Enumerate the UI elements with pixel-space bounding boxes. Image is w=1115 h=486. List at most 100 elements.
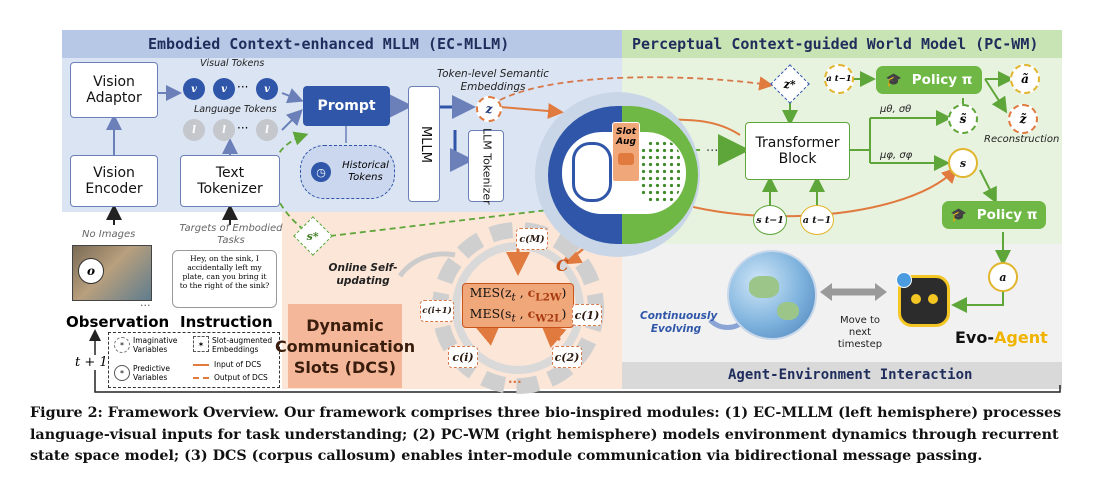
instruction-bubble: Hey, on the sink, I accidentally left my… xyxy=(172,250,277,308)
instruction-label: Instruction xyxy=(180,313,273,331)
a-tilde-node: ã xyxy=(1010,64,1040,94)
z-tilde-label: z̃ xyxy=(1019,112,1027,126)
right-ellipsis: ... xyxy=(706,140,719,155)
robot-eye-right xyxy=(928,294,938,304)
left-panel-title: Embodied Context-enhanced MLLM (EC-MLLM) xyxy=(148,35,510,53)
c-label: C xyxy=(556,256,569,275)
z-tilde-node: z̃ xyxy=(1008,104,1038,134)
policy-bottom-icon: 🎓 xyxy=(950,207,967,223)
slot-aug-line-2: Aug xyxy=(616,137,636,147)
imaginative-legend-icon: * xyxy=(114,337,130,353)
t-plus-1-label: t + 1 xyxy=(75,355,108,370)
transformer-block: Transformer Block xyxy=(745,122,850,180)
llm-tokenizer-label: LLM Tokenizer xyxy=(480,127,494,205)
language-token-n: l xyxy=(256,119,278,141)
online-self-updating-label: Online Self-updating xyxy=(328,262,398,287)
observation-label: Observation xyxy=(66,313,170,331)
a-prev-top-label: a t−1 xyxy=(826,74,852,84)
robot-eye-left xyxy=(911,294,921,304)
llm-tokenizer-box: LLM Tokenizer xyxy=(468,127,504,205)
language-tokens-label: Language Tokens xyxy=(194,104,277,115)
language-token-2: l xyxy=(213,119,235,141)
robot-icon xyxy=(898,275,950,327)
instruction-text: Hey, on the sink, I accidentally left my… xyxy=(179,254,270,290)
a-prev-node: a t−1 xyxy=(800,205,834,235)
visual-tokens-ellipsis: ··· xyxy=(237,80,249,94)
dcs-slot-c1: c(1) xyxy=(572,304,602,326)
prompt-box: Prompt xyxy=(303,86,390,126)
s-star-label: s* xyxy=(307,229,319,243)
dcs-title-line-1: Dynamic xyxy=(306,315,384,335)
slot-aug-legend-icon: ✶ xyxy=(193,336,209,352)
dcs-title-line-3: Slots (DCS) xyxy=(293,357,397,377)
a-t-node: a xyxy=(988,262,1018,292)
mes-line-1: MES(zt , cL2W) xyxy=(469,285,567,304)
s-t-node: s xyxy=(948,148,978,178)
vision-encoder: Vision Encoder xyxy=(70,155,158,207)
language-token-1: l xyxy=(183,119,205,141)
images-label: No Images xyxy=(82,229,136,240)
robot-globe-icon xyxy=(896,272,912,288)
historical-tokens-label: Historical Tokens xyxy=(342,160,389,183)
visual-token-2: v xyxy=(213,78,235,100)
dcs-slot-ci1: c(i+1) xyxy=(420,300,454,322)
s-tilde-node: s̃ xyxy=(948,104,978,134)
input-dcs-legend-label: Input of DCS xyxy=(214,360,262,369)
figure-caption: Figure 2: Framework Overview. Our framew… xyxy=(30,405,1062,464)
output-dcs-legend-line xyxy=(193,377,209,379)
a-prev-top-node: a t−1 xyxy=(824,64,854,94)
z-t-node: z xyxy=(476,96,502,122)
dcs-slot-ci: c(i) xyxy=(448,346,478,368)
observation-image: o xyxy=(72,245,152,301)
mllm-box: MLLM xyxy=(408,86,440,202)
vision-adaptor: Vision Adaptor xyxy=(70,62,158,118)
policy-bottom-label: Policy π xyxy=(976,207,1038,223)
mes-line-2: MES(st , cW2L) xyxy=(469,305,567,325)
clock-icon: ◷ xyxy=(311,162,331,182)
mu-theta-label: μθ, σθ xyxy=(880,104,912,115)
interaction-title: Agent-Environment Interaction xyxy=(728,367,973,383)
predictive-legend-icon: * xyxy=(114,365,130,381)
continuously-evolving-label: Continuously Evolving xyxy=(640,310,718,335)
brain-dots-right xyxy=(640,140,680,204)
chat-icon xyxy=(618,153,634,165)
earth-land-2 xyxy=(777,302,799,320)
prompt-label: Prompt xyxy=(317,98,376,114)
z-t-label: z xyxy=(485,102,493,116)
right-panel-title: Perceptual Context-guided World Model (P… xyxy=(632,35,1039,53)
dcs-slot-cm: c(M) xyxy=(516,228,548,250)
slot-aug-box: Slot Aug xyxy=(612,122,640,182)
input-dcs-legend-line xyxy=(193,364,209,366)
s-prev-node: s t−1 xyxy=(753,205,787,235)
policy-top-label: Policy π xyxy=(911,72,973,88)
output-dcs-legend-label: Output of DCS xyxy=(214,373,268,382)
visual-token-1: v xyxy=(183,78,205,100)
left-panel-title-bar xyxy=(62,30,622,58)
dcs-title-box: Dynamic Communication Slots (DCS) xyxy=(275,304,415,388)
token-level-label: Token-level Semantic Embeddings xyxy=(436,68,550,93)
earth-globe xyxy=(727,250,817,340)
o-t-label: o xyxy=(86,264,95,278)
visual-token-n: v xyxy=(256,78,278,100)
reconstruction-label: Reconstruction xyxy=(984,134,1060,145)
earth-land-1 xyxy=(749,276,779,298)
slot-aug-legend-label: Slot-augmented Embeddings xyxy=(212,336,273,354)
right-panel-title-bar xyxy=(622,30,1062,58)
mu-phi-label: μφ, σφ xyxy=(880,150,913,161)
brain-fold-left xyxy=(572,142,612,202)
mllm-label: MLLM xyxy=(417,125,433,163)
o-t-badge: o xyxy=(78,258,104,284)
visual-tokens-label: Visual Tokens xyxy=(200,58,265,69)
dcs-slot-c2: c(2) xyxy=(552,346,582,368)
mes-box: MES(zt , cL2W) MES(st , cW2L) xyxy=(462,283,574,328)
evo-agent-logo: Evo-Agent xyxy=(955,328,1048,347)
interaction-title-bar xyxy=(622,362,1062,389)
a-tilde-label: ã xyxy=(1021,72,1029,86)
slot-aug-line-1: Slot xyxy=(615,127,637,137)
imaginative-legend-label: Imaginative Variables xyxy=(133,336,178,354)
dcs-title-line-2: Communication xyxy=(274,336,416,356)
targets-label: Targets of Embodied Tasks xyxy=(179,223,283,246)
dcs-slot-ellipsis: ... xyxy=(508,372,522,386)
z-star-label: z* xyxy=(784,77,796,91)
predictive-legend-label: Predictive Variables xyxy=(133,364,170,382)
